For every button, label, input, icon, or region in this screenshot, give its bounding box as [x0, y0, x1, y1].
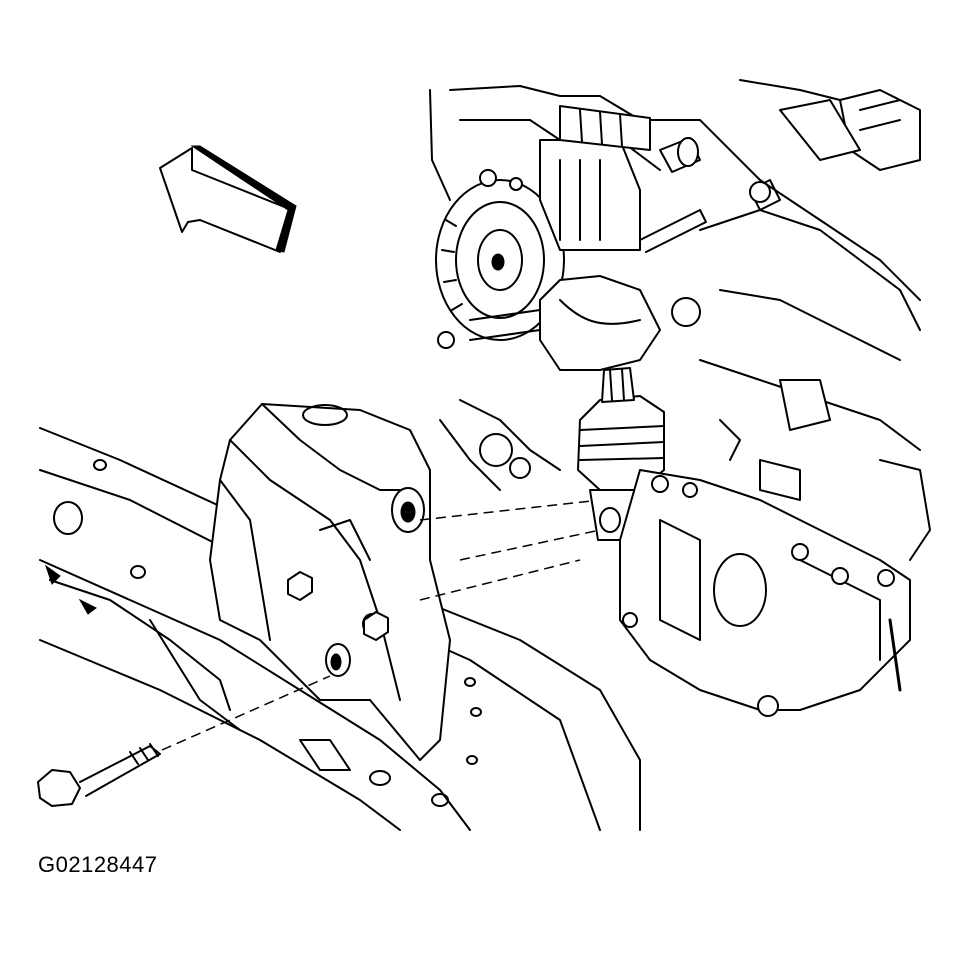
mount-nut: [287, 571, 389, 641]
alignment-lines: [419, 499, 601, 601]
mount-bolt: [37, 675, 331, 807]
figure-code: G02128447: [38, 852, 158, 877]
generator: [435, 179, 565, 341]
direction-arrow-icon: [159, 145, 297, 253]
engine-assembly: [429, 79, 931, 717]
mount-bracket: [209, 403, 451, 761]
